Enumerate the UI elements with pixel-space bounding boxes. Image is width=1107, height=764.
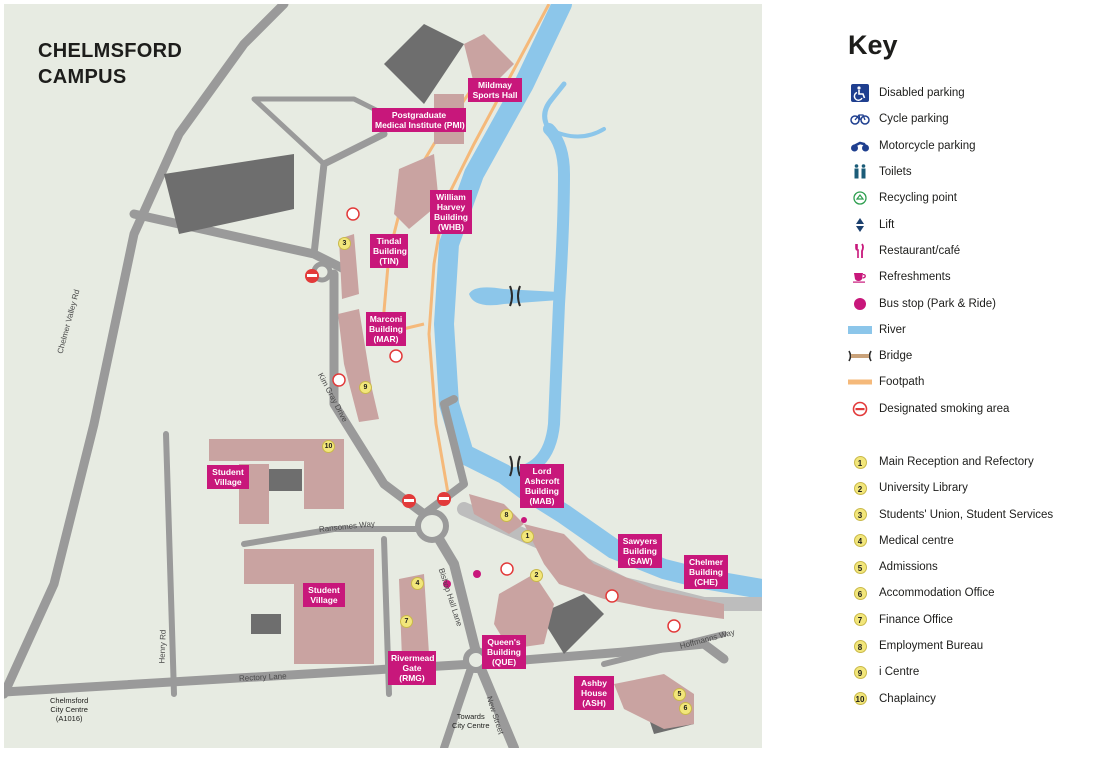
number-8-icon: 8	[853, 639, 867, 653]
badge-10[interactable]: 10	[322, 440, 335, 453]
key-row-restaurant-cafe: Restaurant/café	[848, 238, 1098, 264]
badge-9[interactable]: 9	[359, 381, 372, 394]
bridge-icon	[848, 347, 872, 365]
badge-7[interactable]: 7	[400, 615, 413, 628]
disabled-parking-icon	[848, 84, 872, 103]
number-5-icon: 5	[853, 560, 867, 574]
key-row-disabled-parking: Disabled parking	[848, 80, 1098, 106]
badge-5[interactable]: 5	[673, 688, 686, 701]
key-row-river: River	[848, 317, 1098, 343]
bus-stops	[443, 517, 527, 588]
badge-6[interactable]: 6	[679, 702, 692, 715]
key-row-refreshments: Refreshments	[848, 264, 1098, 290]
number-6-icon: 6	[853, 586, 867, 600]
lift-icon	[848, 216, 872, 234]
number-3-icon: 3	[853, 508, 867, 522]
number-7-icon: 7	[853, 613, 867, 627]
bus-stop-icon	[848, 295, 872, 313]
number-4-icon: 4	[853, 534, 867, 548]
key-spacer	[848, 422, 1098, 449]
key-row-toilets: Toilets	[848, 159, 1098, 185]
refreshments-icon	[848, 268, 872, 286]
key-row-lift: Lift	[848, 211, 1098, 237]
street-henry-rd: Henry Rd	[157, 629, 168, 664]
footpath-icon	[848, 373, 872, 391]
key-row-cycle-parking: Cycle parking	[848, 106, 1098, 132]
bridges	[509, 285, 521, 477]
number-9-icon: 9	[853, 665, 867, 679]
badge-8[interactable]: 8	[500, 509, 513, 522]
smoking-areas	[332, 207, 681, 633]
river-icon	[848, 321, 872, 339]
car-parks	[164, 24, 694, 734]
toilets-icon	[848, 163, 872, 181]
roundabout-north	[415, 509, 449, 543]
badge-2[interactable]: 2	[530, 569, 543, 582]
key-title: Key	[848, 30, 898, 60]
badge-4[interactable]: 4	[411, 577, 424, 590]
no-entry-signs	[305, 269, 451, 508]
key-row-footpath: Footpath	[848, 369, 1098, 395]
motorcycle-parking-icon	[848, 137, 872, 155]
badge-1[interactable]: 1	[521, 530, 534, 543]
number-2-icon: 2	[853, 481, 867, 495]
key-row-bridge: Bridge	[848, 343, 1098, 369]
smoking-area-icon	[848, 400, 872, 418]
cycle-parking-icon	[848, 110, 872, 128]
key-row-recycling-point: Recycling point	[848, 185, 1098, 211]
key-row-motorcycle-parking: Motorcycle parking	[848, 133, 1098, 159]
map-title: CHELMSFORD CAMPUS	[38, 40, 183, 88]
number-10-icon: 10	[853, 692, 867, 706]
number-1-icon: 1	[853, 455, 867, 469]
badge-3[interactable]: 3	[338, 237, 351, 250]
recycling-point-icon	[848, 189, 872, 207]
restaurant-cafe-icon	[848, 242, 872, 260]
key-row-bus-stop: Bus stop (Park & Ride)	[848, 290, 1098, 316]
map-key: Key Disabled parking Cycle parking Motor…	[848, 30, 1098, 712]
key-row-smoking-area: Designated smoking area	[848, 396, 1098, 422]
